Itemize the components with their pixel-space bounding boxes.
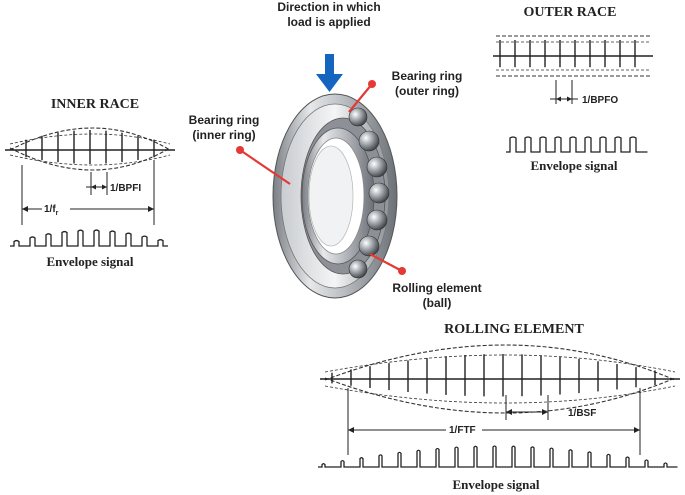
ball-label-line1: Rolling element (392, 281, 481, 295)
inner-race-fr-label: 1/fr (44, 204, 59, 217)
outer-race-bpfo-label: 1/BPFO (582, 95, 618, 106)
rolling-element-bsf-label: 1/BSF (568, 408, 596, 419)
inner-race-title: INNER RACE (51, 97, 139, 112)
outer-ring-label-line2: (outer ring) (395, 84, 459, 98)
load-direction-line1: Direction in which (277, 0, 380, 14)
outer-race-envelope-label: Envelope signal (530, 158, 617, 173)
ball-label-line2: (ball) (423, 296, 452, 310)
rolling-element-ftf-label: 1/FTF (449, 425, 476, 436)
outer-race-panel: OUTER RACE 1/BPFO Envelope signal (493, 5, 653, 173)
callout-ball: Rolling element (ball) (369, 253, 482, 310)
load-arrow-icon (316, 54, 343, 92)
rolling-element-envelope-label: Envelope signal (452, 477, 539, 492)
rolling-element-panel: ROLLING ELEMENT 1/BSF 1/FTF Envelope sig… (318, 322, 680, 492)
outer-race-title: OUTER RACE (524, 5, 617, 20)
callout-inner-ring: Bearing ring (inner ring) (189, 113, 291, 185)
outer-race-waveform (499, 40, 636, 68)
rolling-balls (348, 107, 390, 279)
bearing-illustration: Bearing ring (outer ring) Bearing ring (… (189, 69, 482, 310)
outer-ring-label-line1: Bearing ring (392, 69, 463, 83)
rolling-element-envelope-signal (318, 445, 678, 468)
rolling-element-title: ROLLING ELEMENT (444, 322, 584, 337)
outer-race-envelope-signal (506, 136, 648, 153)
inner-race-bpfi-label: 1/BPFI (110, 183, 141, 194)
inner-race-envelope-signal (10, 229, 168, 247)
inner-race-waveform (25, 130, 155, 164)
inner-ring-label-line1: Bearing ring (189, 113, 260, 127)
rolling-element-waveform (331, 354, 656, 397)
load-direction-line2: load is applied (287, 15, 370, 29)
inner-ring-label-line2: (inner ring) (192, 128, 255, 142)
inner-race-panel: INNER RACE 1/BPFI 1/fr Envelope signal (5, 97, 175, 269)
load-direction: Direction in which load is applied (277, 0, 381, 92)
callout-outer-ring: Bearing ring (outer ring) (348, 69, 463, 113)
inner-race-envelope-label: Envelope signal (46, 254, 133, 269)
